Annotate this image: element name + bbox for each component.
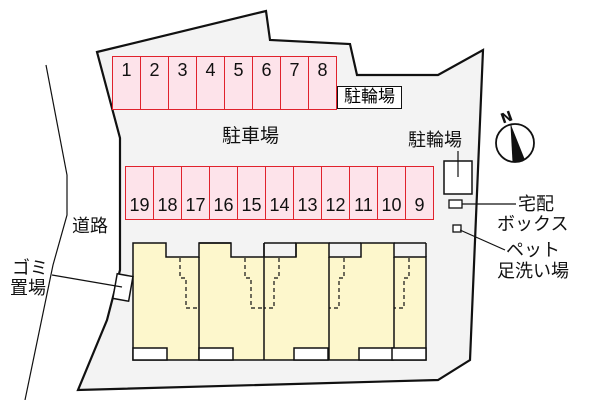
parking-slot[interactable]: 14 — [265, 166, 294, 220]
building-block — [132, 242, 427, 361]
slot-number: 14 — [269, 195, 290, 215]
parking-slot[interactable]: 19 — [125, 166, 154, 220]
delivery-box-label-line2: ボックス — [497, 214, 569, 235]
pet-wash-label-line2: 足洗い場 — [497, 261, 569, 282]
parking-slot[interactable]: 10 — [377, 166, 406, 220]
parking-slot[interactable]: 18 — [153, 166, 182, 220]
parking-slot[interactable]: 13 — [293, 166, 322, 220]
car-parking-label: 駐車場 — [222, 125, 280, 147]
delivery-box-label-line1: 宅配 — [518, 194, 554, 215]
parking-slot[interactable]: 2 — [140, 56, 169, 110]
interior-dashes — [179, 258, 410, 309]
bicycle-parking-top-label: 駐輪場 — [337, 86, 402, 109]
parking-slot[interactable]: 17 — [181, 166, 210, 220]
road-label: 道路 — [72, 216, 108, 237]
parking-slot[interactable]: 4 — [196, 56, 225, 110]
road-edge-left — [24, 64, 68, 400]
compass-icon — [495, 123, 535, 163]
slot-number: 10 — [381, 195, 402, 215]
parking-slot[interactable]: 9 — [405, 166, 434, 220]
parking-slot[interactable]: 12 — [321, 166, 350, 220]
parking-slot[interactable]: 7 — [280, 56, 309, 110]
slot-number: 4 — [205, 60, 216, 80]
slot-number: 19 — [129, 195, 150, 215]
slot-number: 3 — [177, 60, 188, 80]
slot-number: 6 — [261, 60, 272, 80]
garbage-label-line1: ゴミ — [12, 258, 48, 279]
pet-wash-station — [452, 224, 462, 233]
slot-number: 9 — [414, 195, 425, 215]
delivery-box — [448, 199, 463, 209]
parking-slot[interactable]: 8 — [308, 56, 337, 110]
slot-number: 8 — [317, 60, 328, 80]
slot-number: 7 — [289, 60, 300, 80]
pet-wash-label-line1: ペット — [506, 240, 560, 261]
slot-number: 1 — [121, 60, 132, 80]
slot-number: 16 — [213, 195, 234, 215]
slot-number: 18 — [157, 195, 178, 215]
slot-number: 15 — [241, 195, 262, 215]
garbage-area-box — [111, 272, 134, 303]
garbage-label-line2: 置場 — [10, 278, 46, 299]
slot-number: 11 — [354, 195, 373, 215]
parking-slot[interactable]: 5 — [224, 56, 253, 110]
parking-slot[interactable]: 11 — [349, 166, 378, 220]
entrances — [132, 347, 427, 361]
bicycle-parking-right-label: 駐輪場 — [408, 130, 462, 151]
parking-slot[interactable]: 1 — [112, 56, 141, 110]
parking-slot[interactable]: 15 — [237, 166, 266, 220]
parking-slot[interactable]: 3 — [168, 56, 197, 110]
parking-slot[interactable]: 16 — [209, 166, 238, 220]
garbage-leader-line — [51, 274, 123, 288]
parking-slot[interactable]: 6 — [252, 56, 281, 110]
slot-number: 17 — [185, 195, 206, 215]
slot-number: 5 — [233, 60, 244, 80]
slot-number: 2 — [149, 60, 160, 80]
slot-number: 12 — [325, 195, 346, 215]
slot-number: 13 — [297, 195, 318, 215]
